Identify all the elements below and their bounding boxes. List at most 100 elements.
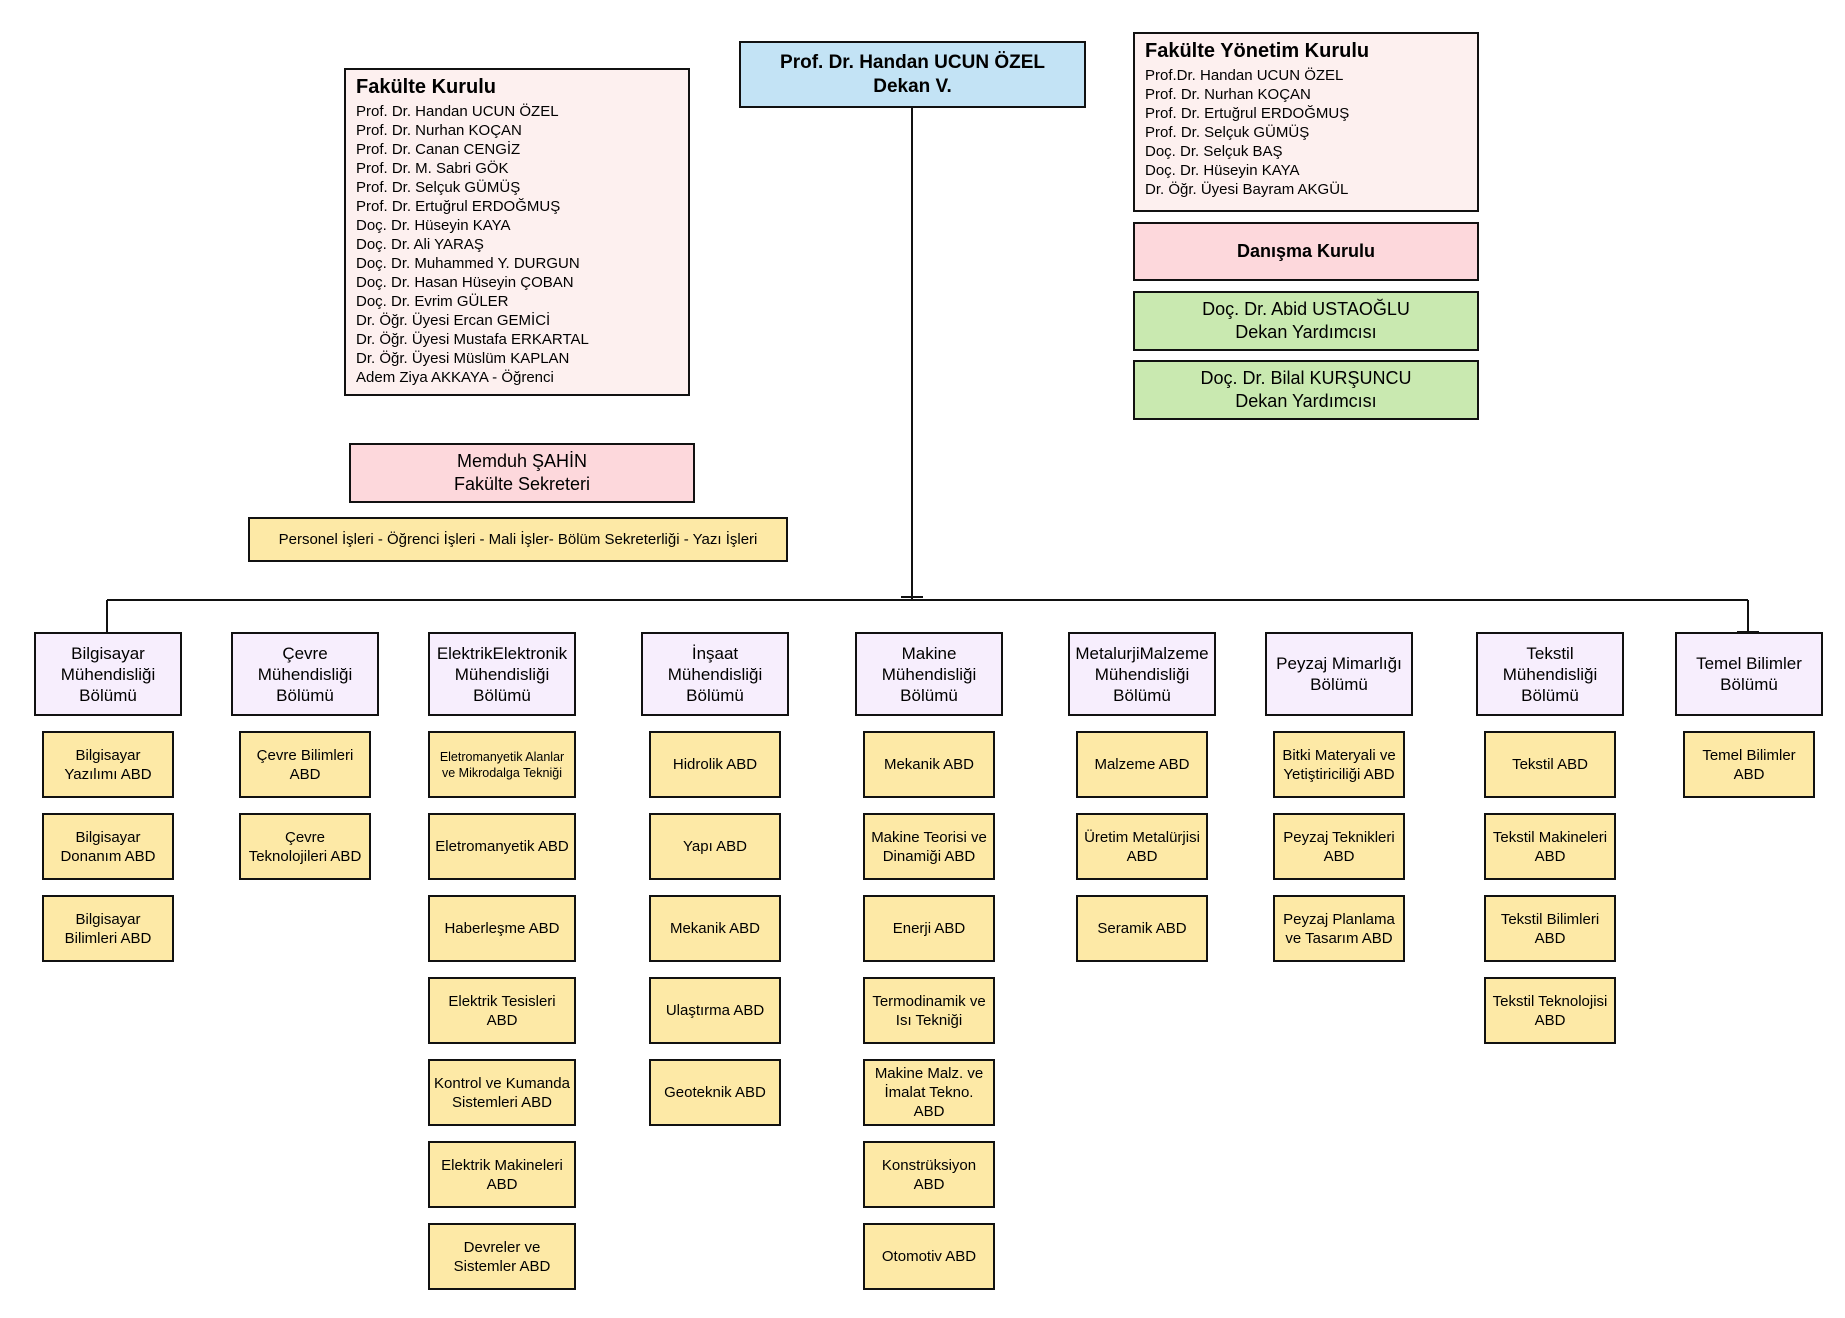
abd-box: Mekanik ABD (649, 895, 781, 962)
abd-name: Peyzaj Teknikleri ABD (1283, 828, 1395, 865)
council-member: Doç. Dr. Hüseyin KAYA (1145, 162, 1300, 179)
department-name: İnşaat Mühendisliği Bölümü (667, 643, 763, 705)
abd-name: Otomotiv ABD (881, 1248, 977, 1265)
abd-box: Çevre Teknolojileri ABD (239, 813, 371, 880)
abd-name: Bilgisayar Donanım ABD (60, 828, 156, 865)
abd-box: Çevre Bilimleri ABD (239, 731, 371, 798)
abd-name: Tekstil ABD (1512, 756, 1588, 773)
council-member: Dr. Öğr. Üyesi Ercan GEMİCİ (356, 312, 551, 329)
abd-name: Elektrik Tesisleri ABD (448, 992, 556, 1029)
council-member: Prof. Dr. Nurhan KOÇAN (356, 122, 522, 139)
abd-name: Makine Malz. ve İmalat Tekno. ABD (874, 1065, 984, 1120)
abd-box: Enerji ABD (863, 895, 995, 962)
abd-box: Bilgisayar Donanım ABD (42, 813, 174, 880)
department-name: MetalurjiMalzeme Mühendisliği Bölümü (1075, 643, 1209, 705)
department-box: MetalurjiMalzeme Mühendisliği Bölümü (1068, 632, 1216, 716)
abd-name: Bilgisayar Bilimleri ABD (64, 910, 152, 947)
management-board-box: Fakülte Yönetim Kurulu Prof.Dr. Handan U… (1133, 32, 1479, 212)
abd-box: Peyzaj Planlama ve Tasarım ABD (1273, 895, 1405, 962)
abd-name: Hidrolik ABD (672, 756, 758, 773)
department-name: Tekstil Mühendisliği Bölümü (1502, 643, 1598, 705)
abd-box: Tekstil Bilimleri ABD (1484, 895, 1616, 962)
abd-name: Temel Bilimler ABD (1702, 746, 1796, 783)
department-box: Çevre Mühendisliği Bölümü (231, 632, 379, 716)
abd-name: Üretim Metalürjisi ABD (1084, 828, 1200, 865)
abd-box: Makine Teorisi ve Dinamiği ABD (863, 813, 995, 880)
abd-box: Termodinamik ve Isı Tekniği (863, 977, 995, 1044)
secretary-box: Memduh ŞAHİN Fakülte Sekreteri (349, 443, 695, 503)
abd-name: Termodinamik ve Isı Tekniği (872, 992, 986, 1029)
faculty-council-members: Prof. Dr. Handan UCUN ÖZEL Prof. Dr. Nurh… (356, 102, 678, 387)
council-member: Prof. Dr. Selçuk GÜMÜŞ (356, 179, 521, 196)
abd-box: Devreler ve Sistemler ABD (428, 1223, 576, 1290)
abd-box: Konstrüksiyon ABD (863, 1141, 995, 1208)
abd-name: Geoteknik ABD (664, 1084, 766, 1101)
council-member: Doç. Dr. Selçuk BAŞ (1145, 143, 1283, 160)
secretary-name: Memduh ŞAHİN (456, 451, 588, 471)
vice-dean-title: Dekan Yardımcısı (1235, 391, 1377, 411)
council-member: Dr. Öğr. Üyesi Bayram AKGÜL (1145, 181, 1349, 198)
vice-dean-box: Doç. Dr. Bilal KURŞUNCU Dekan Yardımcısı (1133, 360, 1479, 420)
department-box: Tekstil Mühendisliği Bölümü (1476, 632, 1624, 716)
council-member: Doç. Dr. Hasan Hüseyin ÇOBAN (356, 274, 574, 291)
abd-box: Kontrol ve Kumanda Sistemleri ABD (428, 1059, 576, 1126)
abd-box: Hidrolik ABD (649, 731, 781, 798)
vice-dean-box: Doç. Dr. Abid USTAOĞLU Dekan Yardımcısı (1133, 291, 1479, 351)
department-box: Bilgisayar Mühendisliği Bölümü (34, 632, 182, 716)
abd-box: Tekstil Makineleri ABD (1484, 813, 1616, 880)
council-member: Dr. Öğr. Üyesi Müslüm KAPLAN (356, 350, 570, 367)
dean-name: Prof. Dr. Handan UCUN ÖZEL (780, 51, 1045, 73)
abd-name: Peyzaj Planlama ve Tasarım ABD (1283, 910, 1395, 947)
management-board-title: Fakülte Yönetim Kurulu (1145, 40, 1370, 62)
management-board-members: Prof.Dr. Handan UCUN ÖZEL Prof. Dr. Nurha… (1145, 66, 1467, 199)
department-box: İnşaat Mühendisliği Bölümü (641, 632, 789, 716)
abd-name: Ulaştırma ABD (665, 1002, 765, 1019)
abd-box: Üretim Metalürjisi ABD (1076, 813, 1208, 880)
council-member: Doç. Dr. Hüseyin KAYA (356, 217, 511, 234)
department-name: Çevre Mühendisliği Bölümü (257, 643, 353, 705)
abd-name: Mekanik ABD (669, 920, 761, 937)
abd-box: Bilgisayar Bilimleri ABD (42, 895, 174, 962)
department-name: Bilgisayar Mühendisliği Bölümü (60, 643, 156, 705)
department-box: ElektrikElektronik Mühendisliği Bölümü (428, 632, 576, 716)
faculty-council-box: Fakülte Kurulu Prof. Dr. Handan UCUN ÖZE… (344, 68, 690, 396)
abd-name: Yapı ABD (683, 838, 747, 855)
abd-name: Konstrüksiyon ABD (881, 1156, 977, 1193)
abd-name: Tekstil Makineleri ABD (1492, 828, 1608, 865)
council-member: Prof. Dr. Nurhan KOÇAN (1145, 86, 1311, 103)
advisory-board-box: Danışma Kurulu (1133, 222, 1479, 281)
council-member: Doç. Dr. Evrim GÜLER (356, 293, 509, 310)
council-member: Adem Ziya AKKAYA - Öğrenci (356, 369, 554, 386)
abd-box: Eletromanyetik Alanlar ve Mikrodalga Tek… (428, 731, 576, 798)
advisory-board-title: Danışma Kurulu (1236, 241, 1376, 261)
abd-box: Makine Malz. ve İmalat Tekno. ABD (863, 1059, 995, 1126)
abd-box: Malzeme ABD (1076, 731, 1208, 798)
abd-name: Makine Teorisi ve Dinamiği ABD (871, 828, 987, 865)
council-member: Dr. Öğr. Üyesi Mustafa ERKARTAL (356, 331, 589, 348)
department-name: Makine Mühendisliği Bölümü (881, 643, 977, 705)
abd-name: Çevre Teknolojileri ABD (248, 828, 362, 865)
abd-box: Temel Bilimler ABD (1683, 731, 1815, 798)
council-member: Doç. Dr. Ali YARAŞ (356, 236, 484, 253)
department-name: ElektrikElektronik Mühendisliği Bölümü (436, 643, 568, 705)
abd-box: Haberleşme ABD (428, 895, 576, 962)
abd-box: Tekstil ABD (1484, 731, 1616, 798)
abd-name: Enerji ABD (892, 920, 966, 937)
faculty-council-title: Fakülte Kurulu (356, 76, 497, 98)
council-member: Prof. Dr. Canan CENGİZ (356, 141, 521, 158)
abd-name: Devreler ve Sistemler ABD (453, 1238, 551, 1275)
abd-name: Haberleşme ABD (444, 920, 560, 937)
abd-box: Eletromanyetik ABD (428, 813, 576, 880)
abd-box: Otomotiv ABD (863, 1223, 995, 1290)
council-member: Prof. Dr. Handan UCUN ÖZEL (356, 103, 559, 120)
council-member: Doç. Dr. Muhammed Y. DURGUN (356, 255, 580, 272)
department-name: Peyzaj Mimarlığı Bölümü (1276, 654, 1402, 694)
council-member: Prof.Dr. Handan UCUN ÖZEL (1145, 67, 1344, 84)
abd-name: Eletromanyetik ABD (435, 838, 569, 855)
abd-name: Seramik ABD (1097, 920, 1187, 937)
secretariat-units-text: Personel İşleri - Öğrenci İşleri - Mali … (278, 531, 758, 548)
abd-box: Ulaştırma ABD (649, 977, 781, 1044)
abd-name: Kontrol ve Kumanda Sistemleri ABD (434, 1074, 570, 1111)
abd-box: Bitki Materyali ve Yetiştiriciliği ABD (1273, 731, 1405, 798)
abd-box: Geoteknik ABD (649, 1059, 781, 1126)
